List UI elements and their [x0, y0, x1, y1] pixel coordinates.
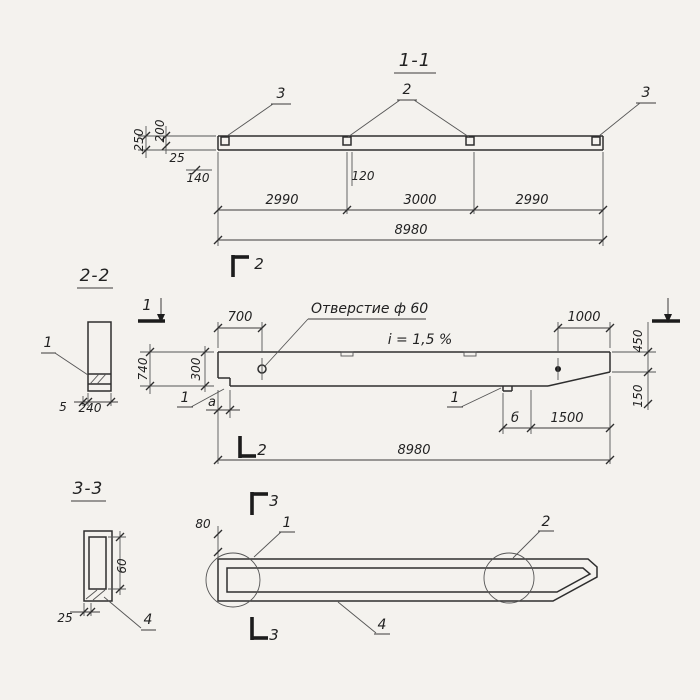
dim-25-wall: 25 — [57, 611, 72, 625]
dim-150: 150 — [631, 384, 645, 407]
dim-a: а — [208, 395, 216, 410]
cut-label-3-top: 3 — [269, 492, 279, 510]
callouts-plan: 1 2 4 — [253, 514, 554, 635]
view-arrow-down — [664, 314, 672, 323]
beam-plan-outline — [205, 552, 598, 608]
callout-1-a: 1 — [181, 390, 190, 406]
view-3-3-title: 3-3 — [73, 479, 104, 499]
embed-plate — [465, 136, 475, 146]
leader-line — [512, 530, 541, 559]
dims-elevation-bottom: а б 1500 8980 — [206, 376, 615, 465]
leader-line — [460, 387, 502, 408]
dim-b: б — [511, 411, 519, 426]
cut-mark-2-bottom: 2 — [238, 436, 267, 459]
detail-circle-right — [483, 552, 535, 604]
view-3-3: 3-3 60 25 4 — [57, 479, 156, 631]
dim-5: 5 — [59, 400, 67, 414]
leader-line — [253, 531, 282, 558]
view-2-2: 2-2 1 5 240 — [41, 266, 118, 415]
section-2-2-outline — [87, 321, 112, 392]
dim-700: 700 — [228, 310, 253, 325]
dim-span-2: 3000 — [403, 193, 436, 208]
dim-120: 120 — [352, 169, 375, 183]
callout-3-right: 3 — [642, 85, 651, 101]
dims-1-1-left: 250 200 25 140 — [132, 119, 216, 185]
callout-1-b: 1 — [451, 390, 460, 406]
dim-span-1: 2990 — [265, 193, 298, 208]
callout-3-left: 3 — [277, 86, 286, 102]
leader-line — [598, 102, 641, 137]
view-2-2-title: 2-2 — [80, 266, 111, 286]
embed-plate-edge — [463, 351, 477, 357]
view-1-1: 1-1 3 2 3 — [132, 50, 656, 246]
hole-note-text: Отверстие ф 60 — [311, 301, 428, 317]
dim-25: 25 — [169, 151, 184, 165]
leader-line — [103, 596, 142, 629]
dim-1500: 1500 — [550, 411, 583, 426]
leader-line — [413, 99, 470, 138]
embed-plate — [220, 136, 230, 146]
cut-mark-1-left: 1 — [138, 296, 165, 323]
leader-line — [54, 352, 89, 376]
view-1-1-title: 1-1 — [399, 50, 431, 71]
cut-label-3-bottom: 3 — [269, 626, 279, 644]
elevation-view: 2 1 — [136, 255, 680, 465]
callout-1-plan: 1 — [283, 515, 292, 531]
section-3-3-outline — [83, 530, 113, 602]
detail-circle-left — [205, 552, 261, 608]
cut-label-1-left: 1 — [142, 296, 152, 314]
slab-outline — [217, 135, 604, 151]
leader-line — [347, 99, 401, 138]
callouts-1-1: 3 2 3 — [226, 82, 656, 138]
cut-mark-1-right — [652, 298, 680, 323]
cut-label-2-bottom: 2 — [257, 441, 267, 459]
callout-2-mid: 2 — [403, 82, 412, 98]
cut-mark-3-top: 3 — [250, 492, 279, 515]
embed-plate-edge — [340, 351, 354, 357]
callout-2-plan: 2 — [542, 514, 551, 530]
leader-line — [337, 601, 377, 634]
leader-line — [190, 388, 225, 408]
dim-total-1-1: 8980 — [394, 223, 427, 238]
view-arrow-down — [157, 314, 165, 323]
dim-1000: 1000 — [567, 310, 600, 325]
callout-1-section: 1 — [44, 335, 53, 351]
leader-line — [264, 318, 309, 367]
dim-300: 300 — [189, 357, 203, 380]
dims-2-2: 5 240 — [59, 393, 118, 415]
dims-elevation-left: 740 300 — [136, 344, 214, 394]
cut-mark-2-top: 2 — [231, 255, 264, 277]
leader-line — [226, 103, 274, 137]
dim-250: 250 — [132, 128, 146, 151]
plan-view: 3 80 1 2 4 — [195, 492, 598, 644]
callouts-elevation: 1 1 — [177, 387, 502, 408]
embed-plate — [591, 136, 601, 146]
dim-140: 140 — [187, 171, 210, 185]
dims-elevation-right: 450 150 — [612, 322, 656, 410]
dim-450: 450 — [631, 329, 645, 352]
beam-elevation-outline — [217, 351, 611, 392]
dim-80: 80 — [195, 517, 211, 531]
dim-200: 200 — [153, 119, 167, 142]
callout-4-section: 4 — [144, 612, 153, 628]
dims-3-3: 60 25 — [57, 531, 129, 625]
dim-span-3: 2990 — [515, 193, 548, 208]
dim-60: 60 — [115, 558, 129, 574]
dim-80-group: 80 — [195, 517, 223, 558]
slope-label: i = 1,5 % — [388, 332, 453, 348]
cut-mark-3-bottom: 3 — [250, 617, 279, 644]
dims-elevation-top: 700 1000 — [213, 310, 615, 352]
hole-note: Отверстие ф 60 — [264, 301, 428, 367]
embed-plate — [342, 136, 352, 146]
callout-4-plan: 4 — [378, 617, 387, 633]
section-3-3-inner — [88, 536, 107, 590]
dim-240: 240 — [79, 401, 102, 415]
dim-740: 740 — [136, 357, 150, 380]
dim-total-elevation: 8980 — [397, 443, 430, 458]
dims-1-1-spans: 120 2990 3000 2990 8980 — [213, 152, 608, 246]
cut-label-2-top: 2 — [254, 255, 264, 273]
